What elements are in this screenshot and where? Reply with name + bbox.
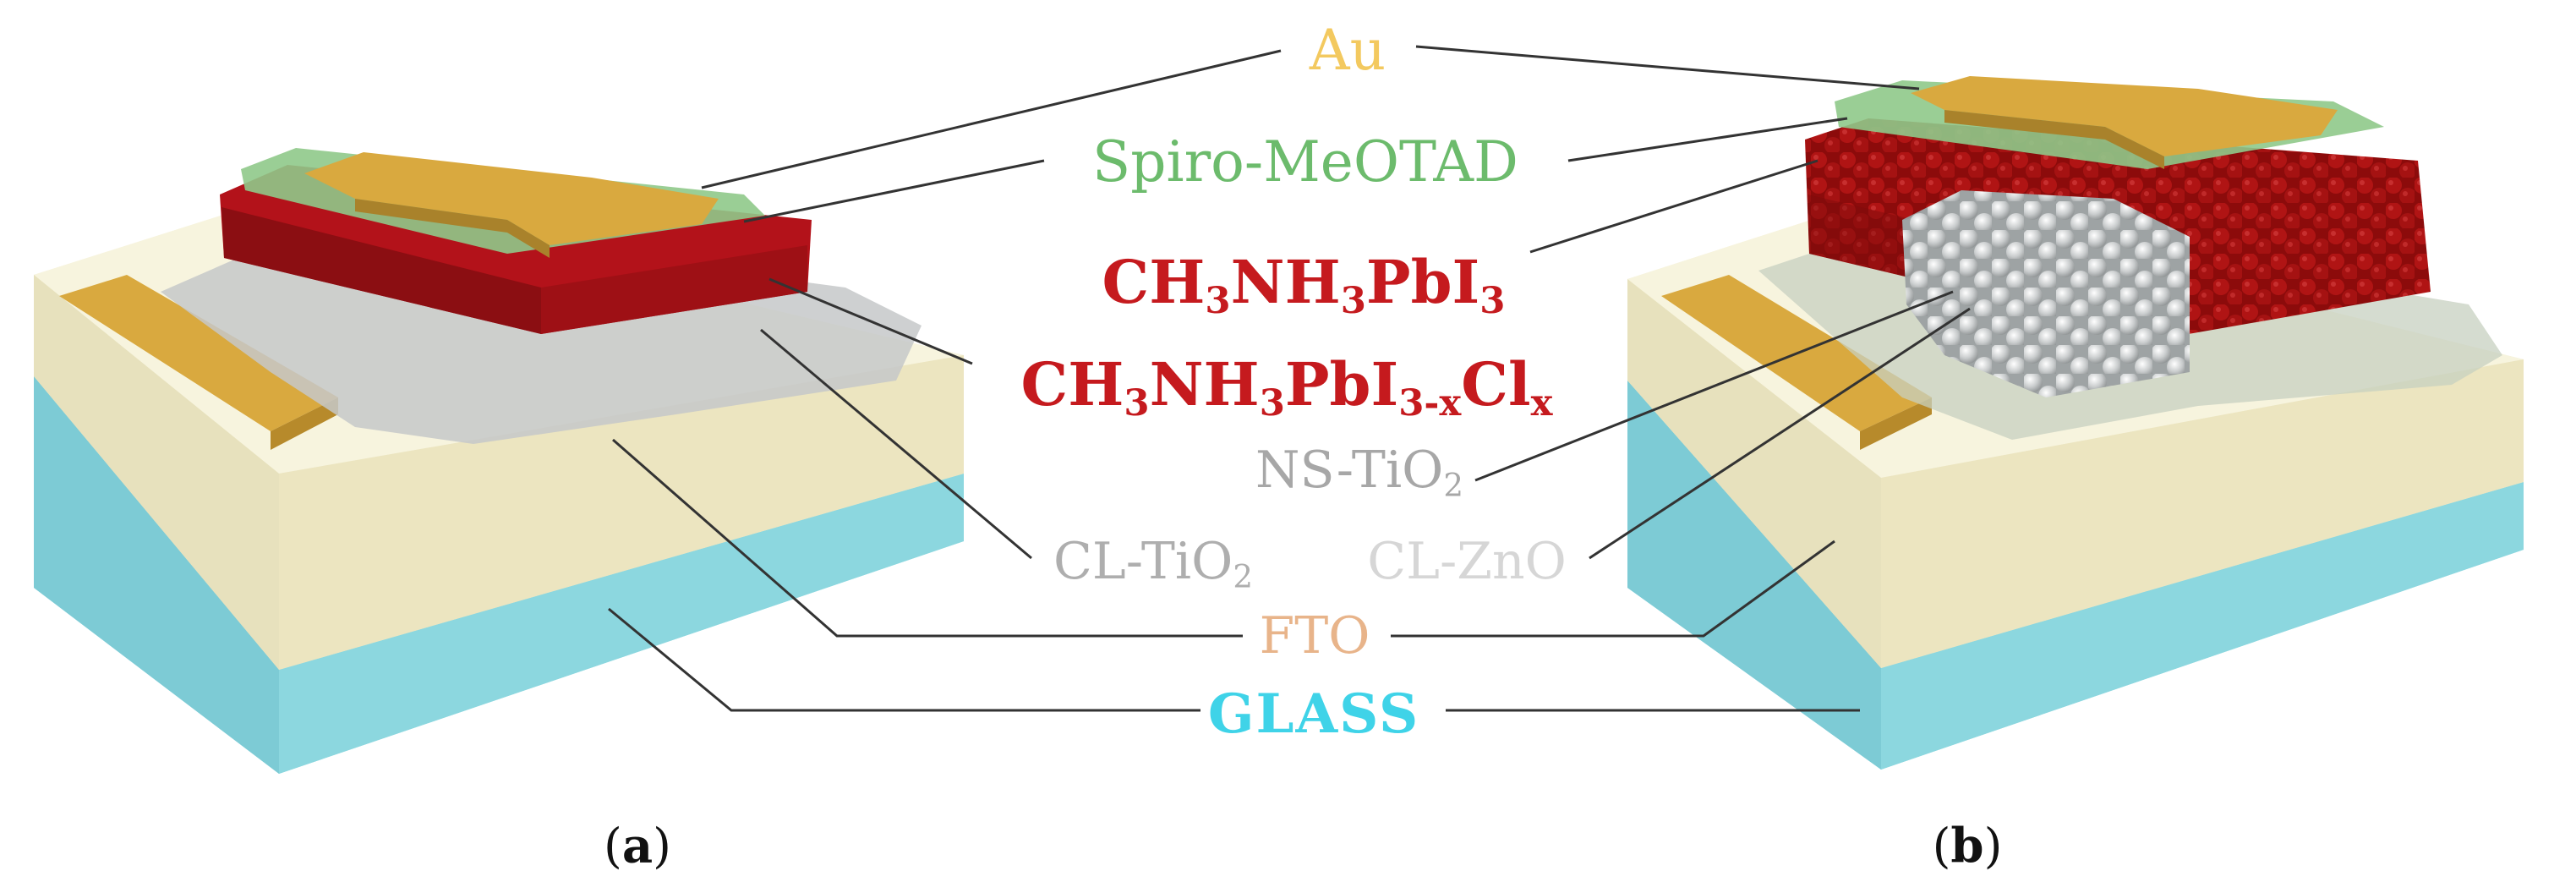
leader-ns-b: [1474, 290, 1954, 482]
leader-mapi-b: [1529, 159, 1819, 254]
label-ch3nh3pbi3-xclx: CH3NH3PbI3-xClx: [1020, 349, 1553, 425]
device-b: [1627, 76, 2524, 770]
leader-fto-b: [1391, 540, 1835, 638]
leader-clzno-b: [1589, 307, 1971, 560]
label-fto: FTO: [1259, 606, 1370, 666]
label-au: Au: [1309, 18, 1386, 83]
label-glass: GLASS: [1207, 682, 1420, 746]
au-electrode-b: [1911, 76, 2338, 156]
caption-b: (b): [1932, 818, 2003, 874]
ns-tio2-particles-b: [1902, 190, 2190, 397]
leader-mapicl-a: [768, 277, 973, 365]
leader-spiro-a: [743, 159, 1045, 223]
label-ns-tio2: NS-TiO2: [1255, 441, 1464, 504]
device-a: [34, 148, 964, 774]
leader-lines: [608, 45, 1971, 712]
side-contact-a: [59, 275, 338, 431]
caption-a: (a): [603, 818, 672, 874]
label-spiro-meotad: Spiro-MeOTAD: [1092, 129, 1518, 194]
label-cl-zno: CL-ZnO: [1367, 532, 1567, 591]
au-electrode-a: [304, 152, 719, 245]
leader-fto-a: [612, 438, 1243, 638]
label-ch3nh3pbi3: CH3NH3PbI3: [1102, 247, 1506, 323]
leader-au-a: [701, 49, 1282, 189]
leader-glass-a: [608, 607, 1200, 712]
leader-au-b: [1415, 45, 1920, 90]
leader-cltio2-a: [760, 328, 1032, 560]
label-cl-tio2: CL-TiO2: [1053, 532, 1253, 595]
leader-spiro-b: [1567, 117, 1848, 162]
